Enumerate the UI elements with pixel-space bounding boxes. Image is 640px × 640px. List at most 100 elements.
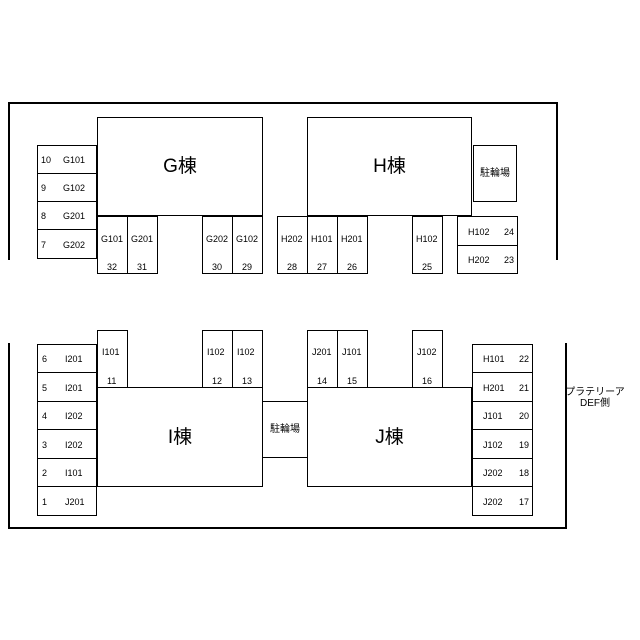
space-unit: I102 (207, 347, 225, 357)
parking-space-29: G102 29 (232, 216, 263, 274)
parking-space-28: H202 28 (277, 216, 308, 274)
parking-space-23: H202 23 (457, 245, 518, 274)
space-number: 11 (107, 376, 117, 386)
space-number: 1 (42, 497, 48, 507)
space-unit: J201 (65, 497, 85, 507)
building-h: H棟 (307, 117, 472, 216)
space-unit: I202 (65, 440, 83, 450)
space-number: 8 (41, 211, 47, 221)
space-unit: I202 (65, 411, 83, 421)
building-j-label: J棟 (375, 427, 404, 448)
space-unit: G201 (131, 234, 154, 244)
space-unit: H202 (468, 255, 490, 265)
space-number: 23 (504, 255, 515, 265)
space-number: 2 (42, 468, 48, 478)
space-unit: G101 (101, 234, 124, 244)
parking-space-5: 5 I201 (37, 372, 97, 402)
bike-parking-bottom-label: 駐輪場 (270, 424, 300, 435)
building-j: J棟 (307, 387, 472, 487)
parking-space-30: G202 30 (202, 216, 233, 274)
space-number: 5 (42, 383, 48, 393)
building-g-label: G棟 (163, 156, 197, 177)
parking-space-6: 6 I201 (37, 344, 97, 373)
side-note-line1: プラテリーア (565, 387, 625, 398)
space-unit: G202 (63, 240, 86, 250)
parking-space-9: 9 G102 (37, 173, 97, 202)
parking-space-16: J102 16 (412, 330, 443, 388)
space-unit: I101 (65, 468, 83, 478)
parking-space-12: I102 12 (202, 330, 233, 388)
space-unit: H101 (483, 354, 505, 364)
space-number: 17 (519, 497, 530, 507)
space-unit: J201 (312, 347, 332, 357)
space-number: 29 (242, 262, 253, 272)
parking-space-10: 10 G101 (37, 145, 97, 174)
space-number: 25 (422, 262, 433, 272)
parking-space-3: 3 I202 (37, 429, 97, 459)
parking-space-26: H201 26 (337, 216, 368, 274)
space-number: 10 (41, 155, 52, 165)
space-number: 12 (212, 376, 223, 386)
parking-space-4: 4 I202 (37, 401, 97, 430)
bike-parking-top: 駐輪場 (473, 145, 517, 202)
space-number: 16 (422, 376, 433, 386)
space-number: 31 (137, 262, 148, 272)
space-unit: H201 (483, 383, 505, 393)
parking-space-24: H102 24 (457, 216, 518, 246)
space-unit: H101 (311, 234, 333, 244)
space-unit: J102 (483, 440, 503, 450)
space-unit: J102 (417, 347, 437, 357)
bike-parking-bottom: 駐輪場 (262, 401, 308, 458)
space-number: 13 (242, 376, 253, 386)
space-unit: H202 (281, 234, 303, 244)
top-lot-boundary-right (556, 102, 558, 260)
space-number: 27 (317, 262, 328, 272)
parking-space-18: J202 18 (472, 458, 533, 487)
space-unit: J101 (483, 411, 503, 421)
bottom-lot-boundary-bottom (8, 527, 567, 529)
parking-space-13: I102 13 (232, 330, 263, 388)
bike-parking-top-label: 駐輪場 (480, 168, 510, 179)
space-unit: I201 (65, 354, 83, 364)
side-note-line2: DEF側 (580, 398, 610, 409)
parking-space-22: H101 22 (472, 344, 533, 373)
space-unit: I102 (237, 347, 255, 357)
parking-space-2: 2 I101 (37, 458, 97, 487)
parking-space-11: I101 11 (97, 330, 128, 388)
space-number: 4 (42, 411, 48, 421)
parking-space-20: J101 20 (472, 401, 533, 430)
building-h-label: H棟 (373, 156, 406, 177)
space-number: 28 (287, 262, 298, 272)
space-unit: J101 (342, 347, 362, 357)
space-number: 14 (317, 376, 328, 386)
space-unit: G102 (63, 183, 86, 193)
space-unit: H102 (468, 227, 490, 237)
space-unit: I101 (102, 347, 120, 357)
space-unit: I201 (65, 383, 83, 393)
space-unit: G202 (206, 234, 229, 244)
parking-space-25: H102 25 (412, 216, 443, 274)
parking-space-31: G201 31 (127, 216, 158, 274)
space-number: 19 (519, 440, 530, 450)
building-i-label: I棟 (167, 427, 193, 448)
top-lot-boundary-left (8, 102, 10, 260)
space-number: 3 (42, 440, 48, 450)
space-number: 20 (519, 411, 530, 421)
bottom-lot-boundary-left (8, 343, 10, 529)
top-lot-boundary-top (8, 102, 558, 104)
space-number: 21 (519, 383, 530, 393)
parking-space-21: H201 21 (472, 372, 533, 402)
space-number: 32 (107, 262, 118, 272)
space-number: 18 (519, 468, 530, 478)
building-g: G棟 (97, 117, 263, 216)
space-number: 22 (519, 354, 530, 364)
parking-space-8: 8 G201 (37, 201, 97, 230)
space-number: 7 (41, 240, 47, 250)
space-unit: G201 (63, 211, 86, 221)
space-number: 24 (504, 227, 515, 237)
parking-space-1: 1 J201 (37, 486, 97, 516)
parking-space-27: H101 27 (307, 216, 338, 274)
space-unit: G101 (63, 155, 86, 165)
parking-space-14: J201 14 (307, 330, 338, 388)
space-number: 26 (347, 262, 358, 272)
